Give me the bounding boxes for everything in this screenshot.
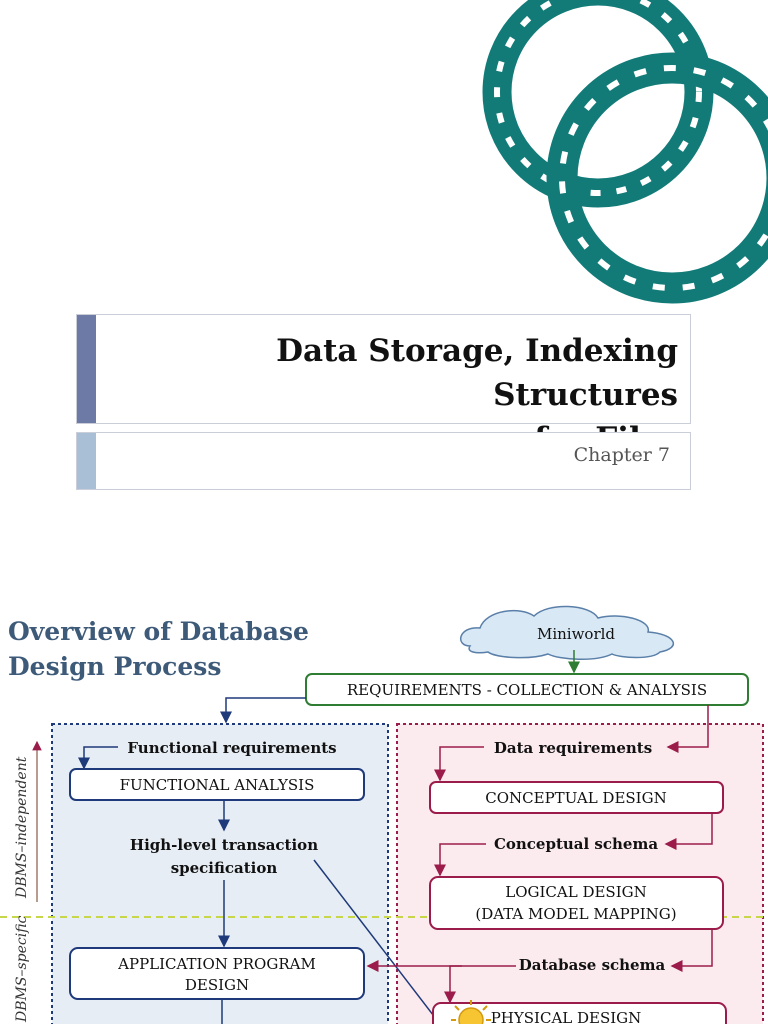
slide2-title: Overview of Database Design Process xyxy=(8,614,328,684)
logical-design-box xyxy=(429,876,724,930)
database-schema-label: Database schema xyxy=(519,956,666,974)
conceptual-design-label: CONCEPTUAL DESIGN xyxy=(485,789,666,807)
functional-requirements-label: Functional requirements xyxy=(127,739,336,757)
miniworld-cloud-icon xyxy=(460,605,675,661)
app-program-label-1: APPLICATION PROGRAM xyxy=(117,955,316,973)
decorative-rings-icon xyxy=(482,0,768,304)
physical-design-box xyxy=(432,1002,727,1024)
design-process-slide: DBMS–independent DBMS–specific Miniworld… xyxy=(0,590,768,1024)
dbms-specific-label: DBMS–specific xyxy=(14,915,30,1023)
logical-design-label-1: LOGICAL DESIGN xyxy=(505,883,647,901)
conceptual-schema-label: Conceptual schema xyxy=(494,835,658,853)
slide2-title-line-2: Design Process xyxy=(8,652,222,681)
sun-icon xyxy=(451,1000,491,1024)
functional-analysis-label: FUNCTIONAL ANALYSIS xyxy=(120,776,315,794)
subtitle-box: Chapter 7 xyxy=(76,432,691,490)
slide-title-line-1: Data Storage, Indexing Structures xyxy=(276,333,678,413)
functional-analysis-box xyxy=(69,768,365,801)
physical-design-label: PHYSICAL DESIGN xyxy=(491,1009,642,1024)
hl-transaction-label-2: specification xyxy=(171,859,278,877)
requirements-label: REQUIREMENTS - COLLECTION & ANALYSIS xyxy=(347,681,707,699)
application-program-design-box xyxy=(69,947,365,1000)
title-accent-bar xyxy=(77,315,96,423)
conceptual-design-box xyxy=(429,781,724,814)
slide-title: Data Storage, Indexing Structures for Fi… xyxy=(88,329,678,461)
slide2-title-line-1: Overview of Database xyxy=(8,617,309,646)
design-process-diagram: DBMS–independent DBMS–specific Miniworld… xyxy=(0,605,768,1024)
requirements-box xyxy=(305,673,749,706)
hl-transaction-label-1: High-level transaction xyxy=(130,836,318,854)
data-region xyxy=(396,723,764,1024)
slide-subtitle: Chapter 7 xyxy=(573,444,670,466)
dbms-independent-label: DBMS–independent xyxy=(14,756,30,899)
title-box: Data Storage, Indexing Structures for Fi… xyxy=(76,314,691,457)
logical-design-label-2: (DATA MODEL MAPPING) xyxy=(475,905,676,923)
data-requirements-label: Data requirements xyxy=(494,739,652,757)
miniworld-label: Miniworld xyxy=(537,625,615,643)
title-slide: Data Storage, Indexing Structures for Fi… xyxy=(76,0,768,490)
app-program-label-2: DESIGN xyxy=(185,976,249,994)
subtitle-accent-bar xyxy=(77,433,96,489)
